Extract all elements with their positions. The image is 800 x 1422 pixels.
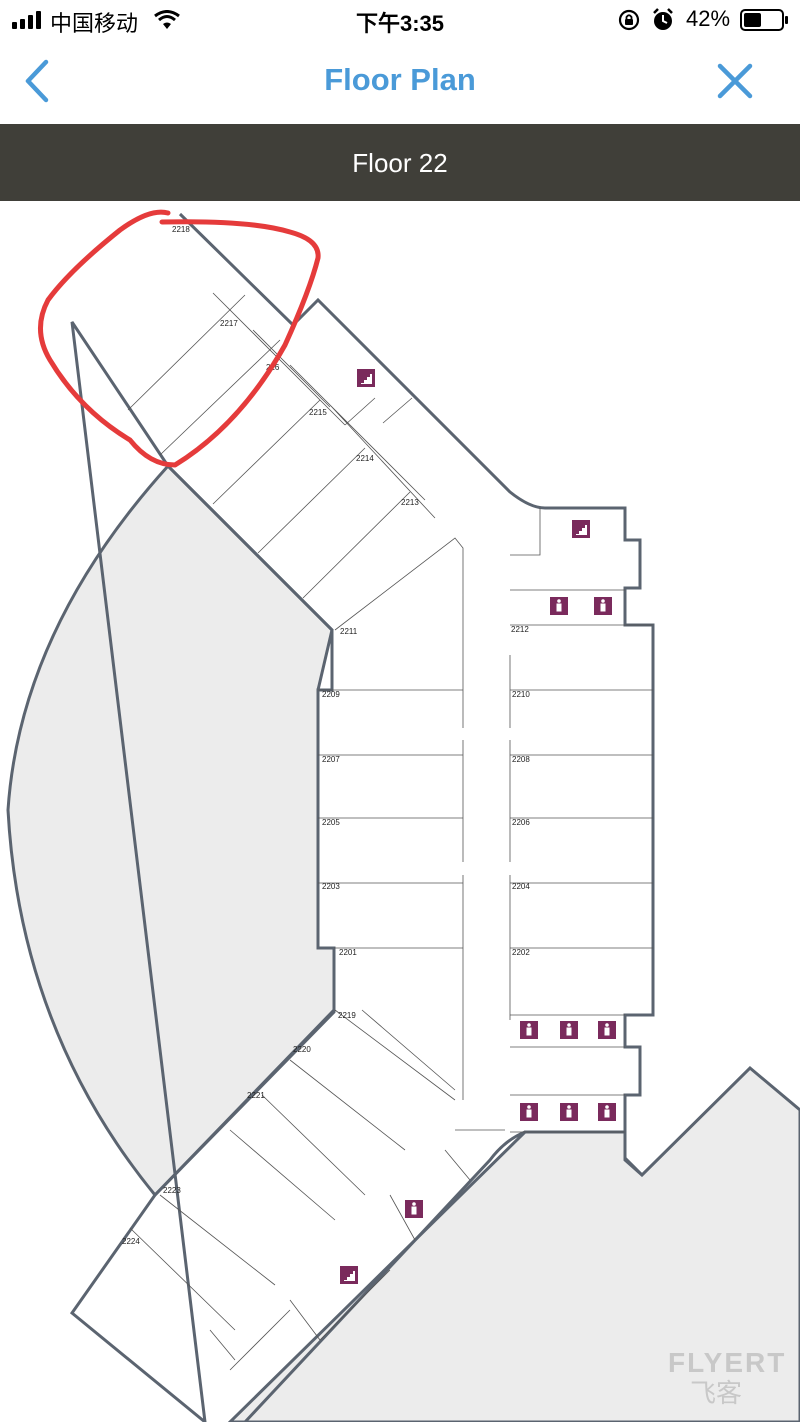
- restroom-marker: [598, 1103, 616, 1121]
- floor-plan-map[interactable]: 2218 2217 216 2215 2214 2213 2212 2211 2…: [0, 201, 800, 1422]
- status-time: 下午3:35: [355, 11, 445, 36]
- person-icon: [566, 1105, 572, 1118]
- person-icon: [604, 1105, 610, 1118]
- person-icon: [604, 1023, 610, 1036]
- room-2214: 2214: [356, 454, 374, 463]
- watermark-chinese: 飞客: [690, 1378, 742, 1408]
- room-2223: 2223: [163, 1186, 181, 1195]
- room-2221: 2221: [247, 1091, 265, 1100]
- alarm-icon: [653, 8, 673, 30]
- restroom-marker: [405, 1200, 423, 1218]
- room-2213: 2213: [401, 498, 419, 507]
- person-icon: [600, 599, 606, 612]
- restroom-marker: [520, 1103, 538, 1121]
- restroom-marker: [598, 1021, 616, 1039]
- close-button[interactable]: [714, 60, 756, 102]
- stairs-marker[interactable]: [357, 369, 375, 387]
- restroom-marker: [550, 597, 568, 615]
- room-2203: 2203: [322, 882, 340, 891]
- nav-bar: Floor Plan: [0, 40, 800, 124]
- restroom-marker: [594, 597, 612, 615]
- room-2206: 2206: [512, 818, 530, 827]
- room-2204: 2204: [512, 882, 530, 891]
- room-2202: 2202: [512, 948, 530, 957]
- person-icon: [411, 1202, 417, 1215]
- watermark-brand: FLYERT: [668, 1347, 786, 1378]
- building-outline: [69, 212, 655, 1422]
- person-icon: [556, 599, 562, 612]
- room-2210: 2210: [512, 690, 530, 699]
- stairs-marker[interactable]: [340, 1266, 358, 1284]
- room-2212: 2212: [511, 625, 529, 634]
- chevron-left-icon: [25, 59, 49, 103]
- restroom-marker: [560, 1103, 578, 1121]
- battery-icon: [740, 9, 788, 31]
- room-2220: 2220: [293, 1045, 311, 1054]
- room-2219: 2219: [338, 1011, 356, 1020]
- floor-label: Floor 22: [352, 148, 448, 178]
- room-2224: 2224: [122, 1237, 140, 1246]
- room-2207: 2207: [322, 755, 340, 764]
- person-icon: [526, 1023, 532, 1036]
- room-2215: 2215: [309, 408, 327, 417]
- room-2211: 2211: [340, 627, 358, 636]
- stairs-icon: [344, 1271, 355, 1281]
- stairs-icon: [576, 525, 587, 535]
- restroom-markers[interactable]: [405, 597, 616, 1218]
- person-icon: [526, 1105, 532, 1118]
- room-2209: 2209: [322, 690, 340, 699]
- orientation-lock-icon: [618, 9, 640, 31]
- close-icon: [717, 63, 753, 99]
- room-2217: 2217: [220, 319, 238, 328]
- restroom-marker: [520, 1021, 538, 1039]
- exterior-area-left: [6, 463, 336, 1198]
- floor-header: Floor 22: [0, 124, 800, 201]
- status-bar: 中国移动 下午3:35 42%: [0, 0, 800, 40]
- stairs-marker[interactable]: [572, 520, 590, 538]
- room-2208: 2208: [512, 755, 530, 764]
- restroom-marker: [560, 1021, 578, 1039]
- stairs-icon: [361, 374, 372, 384]
- battery-percent: 42%: [686, 6, 731, 31]
- back-button[interactable]: [18, 58, 58, 104]
- room-2205: 2205: [322, 818, 340, 827]
- wifi-icon: [154, 10, 180, 29]
- room-2218: 2218: [172, 225, 190, 234]
- red-circle-annotation: [37, 209, 321, 468]
- person-icon: [566, 1023, 572, 1036]
- room-2201: 2201: [339, 948, 357, 957]
- signal-icon: [12, 11, 41, 29]
- page-title: Floor Plan: [324, 62, 476, 97]
- carrier-name: 中国移动: [50, 11, 139, 36]
